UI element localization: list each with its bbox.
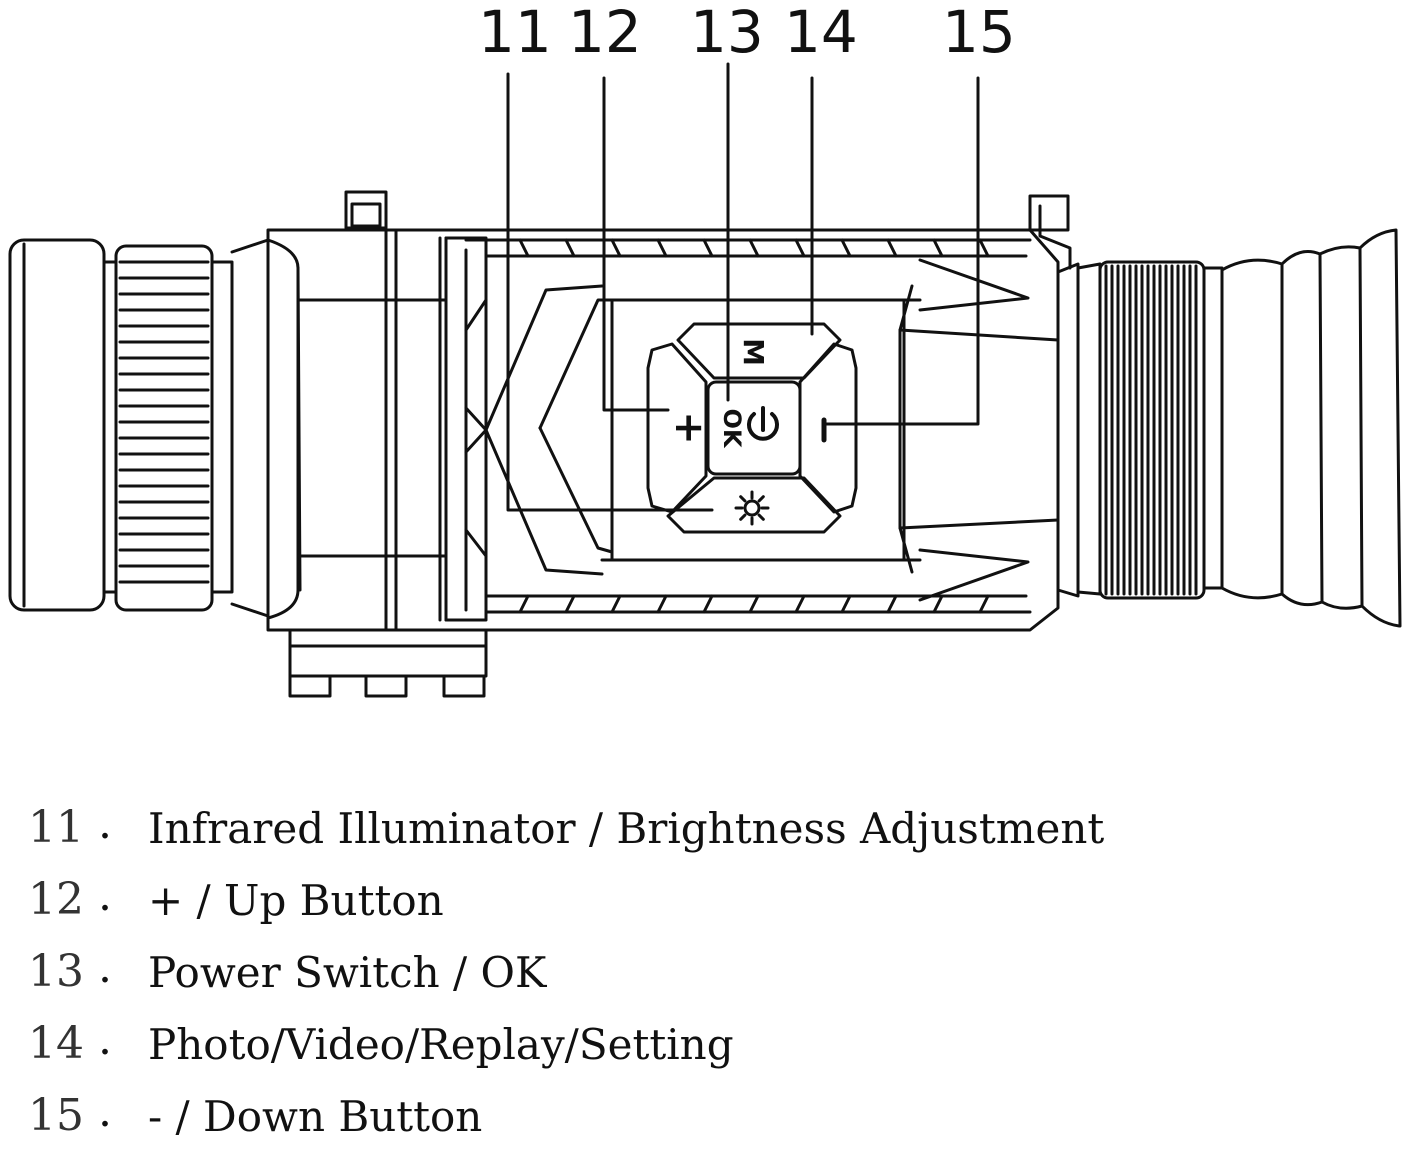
legend-text: + / Up Button [148, 876, 444, 925]
rib-tick [932, 594, 944, 614]
legend-dot: . [98, 1014, 112, 1065]
legend-dot: . [98, 942, 112, 993]
rib-tick [840, 594, 852, 614]
callout-11: 11 [478, 0, 552, 66]
plus-label: + [666, 411, 712, 445]
rib-tick [656, 594, 668, 614]
sun-icon [734, 490, 770, 526]
objective-lens [8, 238, 118, 612]
rib-tick [932, 238, 944, 258]
rib-tick [564, 238, 576, 258]
sun-ray [739, 513, 747, 521]
callout-15: 15 [942, 0, 1016, 66]
rib-tick [702, 594, 714, 614]
focus-ring [114, 238, 270, 618]
scope-body [266, 228, 1060, 632]
down-button[interactable] [798, 342, 858, 514]
button-panel [610, 298, 906, 562]
ok-power-button[interactable]: OK [706, 380, 802, 476]
legend-dot: . [98, 1086, 112, 1137]
sun-ray [757, 495, 765, 503]
callout-12: 12 [568, 0, 642, 66]
legend-item-14: 14 . Photo/Video/Replay/Setting [28, 1012, 1328, 1084]
menu-button[interactable]: M [676, 322, 842, 380]
legend-item-15: 15 . - / Down Button [28, 1084, 1328, 1156]
legend-number: 15 [28, 1090, 84, 1141]
legend-item-13: 13 . Power Switch / OK [28, 940, 1328, 1012]
rib-tick [978, 238, 990, 258]
rib-tick [748, 594, 760, 614]
leader-15 [824, 76, 980, 426]
rib-tick [840, 238, 852, 258]
sun-ray [739, 495, 747, 503]
rib-tick [978, 594, 990, 614]
legend-item-11: 11 . Infrared Illuminator / Brightness A… [28, 796, 1328, 868]
top-knob [344, 190, 388, 230]
rib-tick [610, 238, 622, 258]
rib-tick [610, 594, 622, 614]
leader-12 [602, 76, 670, 412]
menu-label: M [737, 338, 770, 366]
rib-tick [886, 238, 898, 258]
legend-number: 12 [28, 874, 84, 925]
rear-knob [1028, 194, 1072, 270]
rib-tick [748, 238, 760, 258]
sun-ray [757, 513, 765, 521]
brightness-button[interactable] [666, 476, 842, 534]
leader-lines [506, 62, 980, 512]
legend-text: Power Switch / OK [148, 948, 547, 997]
legend-text: Photo/Video/Replay/Setting [148, 1020, 734, 1069]
legend-number: 11 [28, 802, 84, 853]
rib-tick [518, 594, 530, 614]
ok-label: OK [718, 409, 746, 449]
legend-dot: . [98, 870, 112, 921]
rib-tick [794, 594, 806, 614]
rail-mount [288, 628, 488, 698]
legend: 11 . Infrared Illuminator / Brightness A… [28, 796, 1328, 1156]
legend-item-12: 12 . + / Up Button [28, 868, 1328, 940]
rib-tick [702, 238, 714, 258]
rib-tick [656, 238, 668, 258]
rib-tick [518, 238, 530, 258]
leader-11 [506, 72, 714, 512]
scope-diagram: 11 12 13 14 15 [8, 0, 1402, 698]
rib-tick [564, 594, 576, 614]
power-icon [747, 406, 779, 441]
diopter-ring [1056, 260, 1224, 600]
legend-number: 13 [28, 946, 84, 997]
callout-13: 13 [690, 0, 764, 66]
rib-tick [794, 238, 806, 258]
callout-14: 14 [784, 0, 858, 66]
legend-text: - / Down Button [148, 1092, 483, 1141]
rib-tick [886, 594, 898, 614]
legend-dot: . [98, 798, 112, 849]
legend-text: Infrared Illuminator / Brightness Adjust… [148, 804, 1105, 853]
eyecup [1220, 228, 1402, 628]
legend-number: 14 [28, 1018, 84, 1069]
